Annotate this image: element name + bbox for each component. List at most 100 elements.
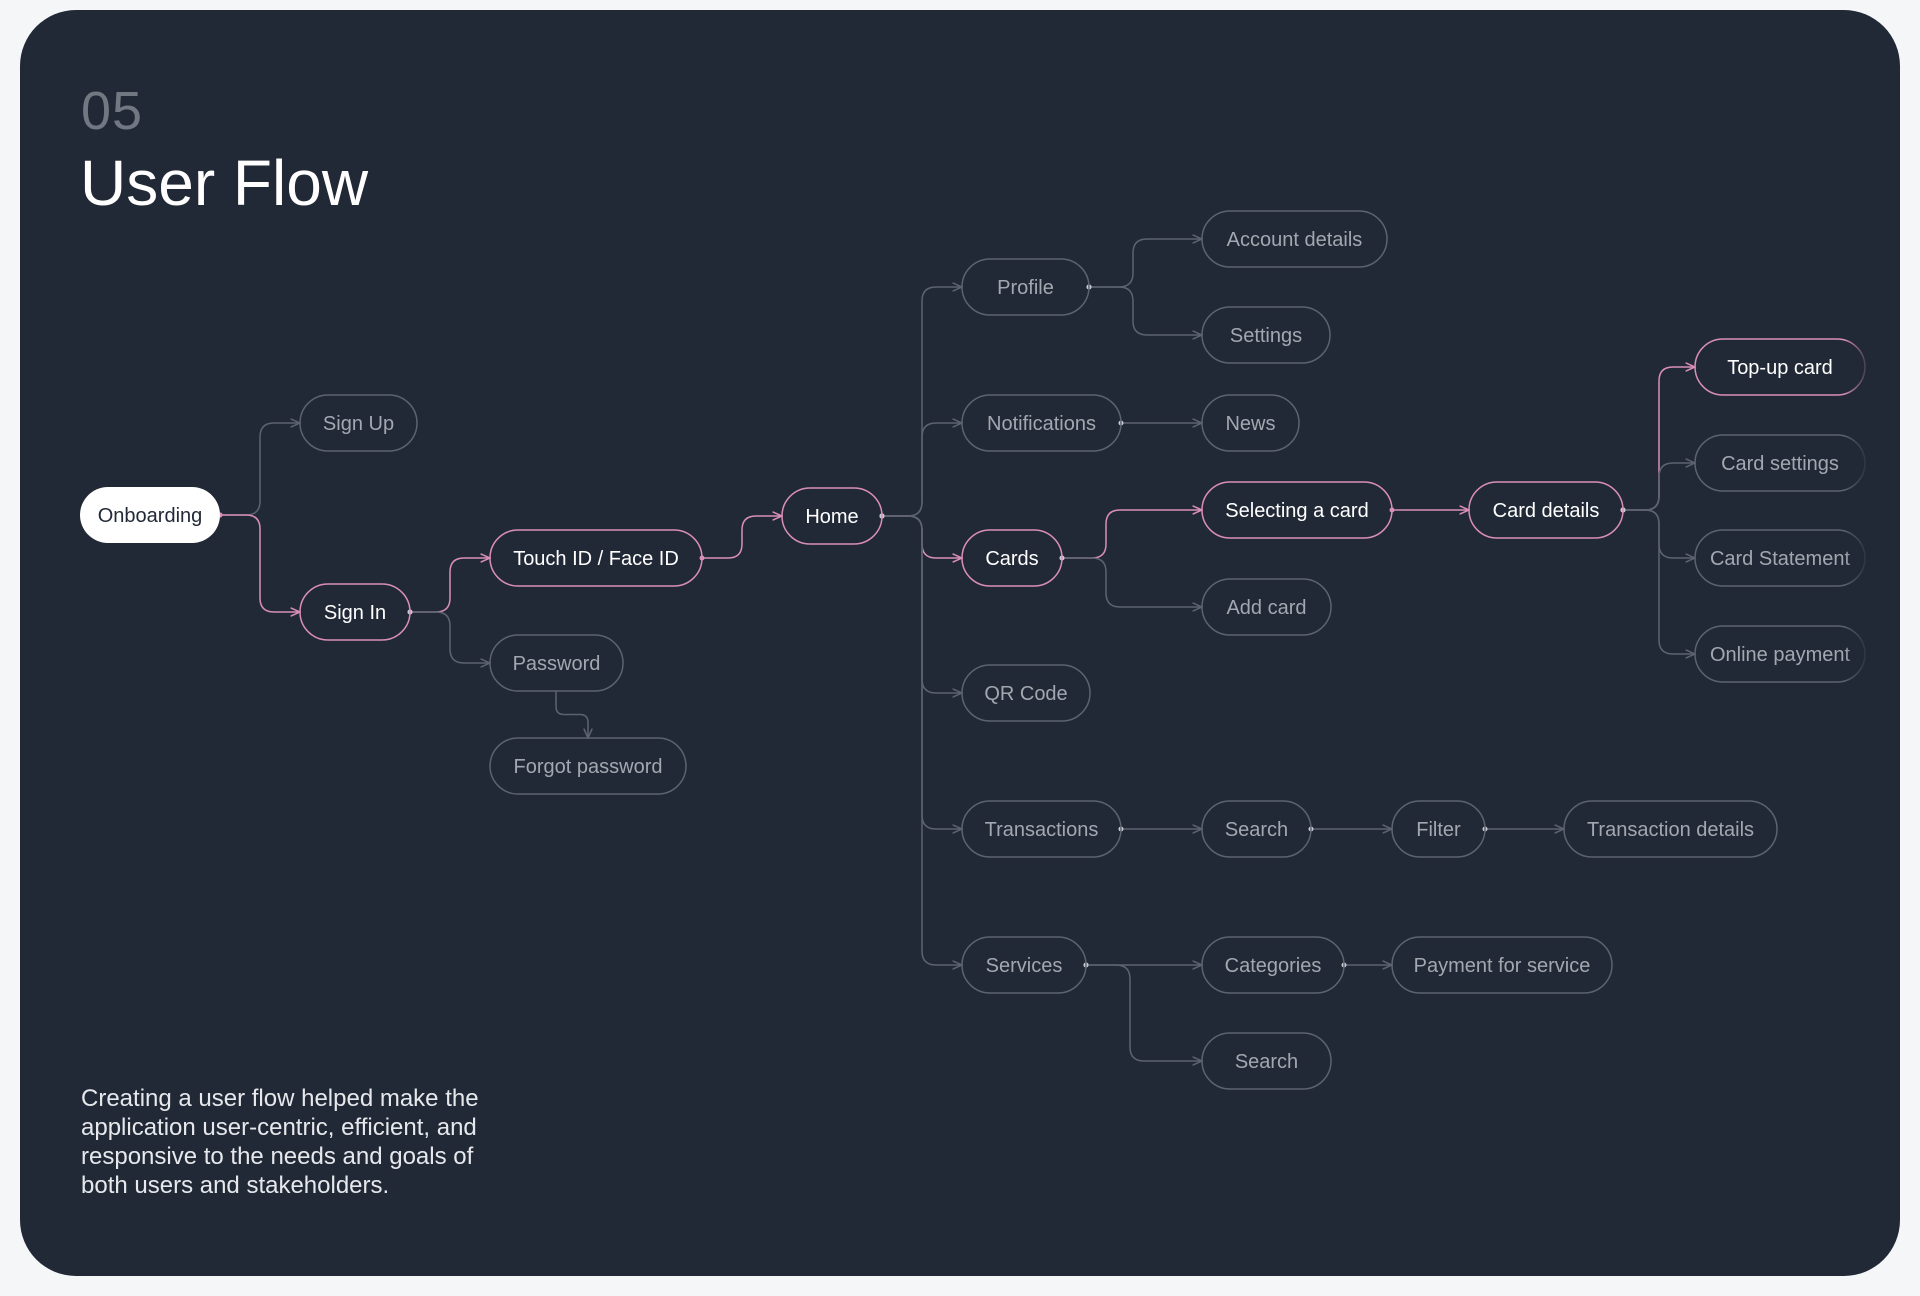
flow-node-settings: Settings bbox=[1201, 306, 1331, 364]
node-label: Card details bbox=[1493, 500, 1600, 522]
edge-password-to-forgot bbox=[555, 691, 588, 738]
edge-carddetails-to-cardsettings bbox=[1623, 463, 1695, 511]
flow-node-cards: Cards bbox=[961, 529, 1063, 587]
node-pill bbox=[299, 394, 418, 452]
node-label: Profile bbox=[997, 277, 1054, 299]
flow-node-filter: Filter bbox=[1391, 800, 1486, 858]
node-label: Filter bbox=[1416, 819, 1461, 841]
node-pill bbox=[1201, 306, 1331, 364]
node-pill bbox=[1201, 578, 1332, 636]
node-label: Forgot password bbox=[514, 756, 663, 778]
section-number: 05 bbox=[81, 81, 144, 141]
node-label: Payment for service bbox=[1414, 955, 1591, 977]
node-label: Settings bbox=[1230, 325, 1302, 347]
node-label: Home bbox=[805, 506, 858, 528]
flow-node-onboarding: Onboarding bbox=[80, 487, 220, 543]
edge-onboarding-to-signup bbox=[220, 423, 300, 516]
flow-node-forgot: Forgot password bbox=[489, 737, 687, 795]
node-pill bbox=[961, 394, 1122, 452]
node-pill bbox=[1201, 800, 1312, 858]
node-label: Search bbox=[1235, 1051, 1298, 1073]
node-pill bbox=[1391, 800, 1486, 858]
node-label: Password bbox=[513, 653, 601, 675]
node-pill bbox=[961, 664, 1091, 722]
edge-home-to-notifications bbox=[882, 423, 962, 517]
edge-services-to-ssearch bbox=[1086, 964, 1202, 1061]
edge-cards-to-selecting bbox=[1062, 510, 1202, 559]
node-pill bbox=[1201, 1032, 1332, 1090]
node-pill bbox=[1468, 481, 1624, 539]
right-fade-overlay bbox=[1844, 330, 1900, 700]
flow-node-online: Online payment bbox=[1694, 625, 1866, 683]
node-pill bbox=[1201, 394, 1300, 452]
flow-node-news: News bbox=[1201, 394, 1300, 452]
node-label: Touch ID / Face ID bbox=[513, 548, 679, 570]
node-pill bbox=[1563, 800, 1778, 858]
node-pill bbox=[961, 529, 1063, 587]
flow-node-signin: Sign In bbox=[299, 583, 411, 641]
flow-node-profile: Profile bbox=[961, 258, 1090, 316]
flow-node-payment: Payment for service bbox=[1391, 936, 1613, 994]
node-pill bbox=[961, 258, 1090, 316]
node-pill bbox=[961, 800, 1122, 858]
node-label: Account details bbox=[1227, 229, 1363, 251]
edge-profile-to-account bbox=[1089, 239, 1202, 288]
node-pill bbox=[781, 487, 883, 545]
node-pill bbox=[1391, 936, 1613, 994]
flow-node-tsearch: Search bbox=[1201, 800, 1312, 858]
user-flow-panel: 05 User Flow Onboarding Sign Up Sign In Tou… bbox=[20, 10, 1900, 1276]
user-flow-diagram: Onboarding Sign Up Sign In Touch ID / Face … bbox=[80, 210, 1900, 1090]
flow-node-topup: Top-up card bbox=[1694, 338, 1866, 396]
node-label: News bbox=[1225, 413, 1275, 435]
flow-node-selecting: Selecting a card bbox=[1201, 481, 1393, 539]
node-label: Notifications bbox=[987, 413, 1096, 435]
flow-node-signup: Sign Up bbox=[299, 394, 418, 452]
flow-node-transactions: Transactions bbox=[961, 800, 1122, 858]
flow-node-categories: Categories bbox=[1201, 936, 1345, 994]
node-pill bbox=[489, 529, 703, 587]
flow-node-services: Services bbox=[961, 936, 1087, 994]
node-pill bbox=[961, 936, 1087, 994]
nodes-layer: Onboarding Sign Up Sign In Touch ID / Face … bbox=[80, 210, 1866, 1090]
node-label: Sign Up bbox=[323, 413, 394, 435]
node-label: Card Statement bbox=[1710, 548, 1851, 570]
flow-node-qr: QR Code bbox=[961, 664, 1091, 722]
node-label: Cards bbox=[985, 548, 1038, 570]
node-pill bbox=[489, 737, 687, 795]
node-label: Selecting a card bbox=[1225, 500, 1368, 522]
flow-node-addcard: Add card bbox=[1201, 578, 1332, 636]
flow-node-touchid: Touch ID / Face ID bbox=[489, 529, 703, 587]
flow-node-account: Account details bbox=[1201, 210, 1388, 268]
description-text: Creating a user flow helped make the app… bbox=[81, 1085, 479, 1199]
node-label: Onboarding bbox=[98, 505, 203, 527]
edge-signin-to-password bbox=[410, 611, 490, 663]
flow-node-ssearch: Search bbox=[1201, 1032, 1332, 1090]
flow-node-statement: Card Statement bbox=[1694, 529, 1866, 587]
flow-node-tdetails: Transaction details bbox=[1563, 800, 1778, 858]
node-pill bbox=[489, 634, 624, 692]
flow-node-carddetails: Card details bbox=[1468, 481, 1624, 539]
node-label: Card settings bbox=[1721, 453, 1839, 475]
node-label: Online payment bbox=[1710, 644, 1851, 666]
flow-node-home: Home bbox=[781, 487, 883, 545]
node-label: Services bbox=[986, 955, 1063, 977]
node-label: Categories bbox=[1225, 955, 1322, 977]
edge-touchid-to-home bbox=[702, 516, 782, 559]
node-pill bbox=[299, 583, 411, 641]
edge-home-to-services bbox=[882, 515, 962, 965]
node-pill bbox=[1201, 210, 1388, 268]
node-label: Sign In bbox=[324, 602, 386, 624]
edge-cards-to-addcard bbox=[1062, 557, 1202, 607]
flow-node-notifications: Notifications bbox=[961, 394, 1122, 452]
edge-carddetails-to-online bbox=[1623, 509, 1695, 654]
node-pill bbox=[1201, 481, 1393, 539]
flow-node-cardsettings: Card settings bbox=[1694, 434, 1866, 492]
node-pill bbox=[1201, 936, 1345, 994]
node-label: Top-up card bbox=[1727, 357, 1833, 379]
node-pill bbox=[80, 487, 220, 543]
node-label: QR Code bbox=[984, 683, 1067, 705]
flow-node-password: Password bbox=[489, 634, 624, 692]
page-title: User Flow bbox=[80, 147, 369, 219]
edge-signin-to-touchid bbox=[410, 558, 490, 613]
node-label: Add card bbox=[1226, 597, 1306, 619]
